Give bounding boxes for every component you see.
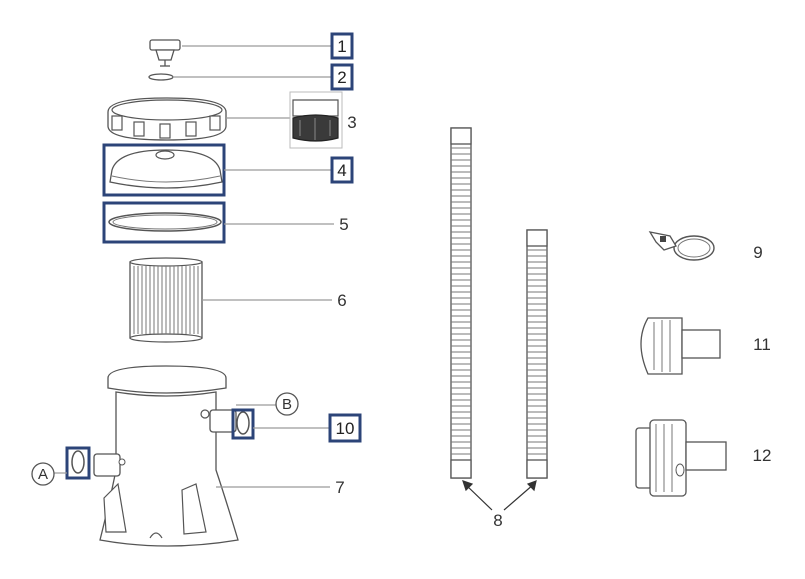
callout-a-circle <box>31 462 55 486</box>
callout-box-1 <box>330 32 354 60</box>
part-12-fitting <box>635 419 727 497</box>
callout-5: 5 <box>339 215 348 234</box>
part-3-lock-ring <box>107 97 227 141</box>
callout-1: 1 <box>337 37 346 56</box>
highlight-box-10 <box>231 408 255 440</box>
highlight-box-5 <box>102 201 226 244</box>
callout-box-10 <box>328 413 362 443</box>
part-a-o-ring <box>71 450 85 474</box>
callout-7: 7 <box>335 478 344 497</box>
callout-3: 3 <box>347 113 356 132</box>
callout-box-2 <box>330 63 354 91</box>
callout-4: 4 <box>337 161 346 180</box>
highlight-box-a <box>65 446 91 480</box>
part-7-pump-housing <box>93 365 239 547</box>
part-5-lid-o-ring <box>108 212 222 232</box>
part-6-filter-cartridge <box>129 257 203 343</box>
callout-12: 12 <box>753 446 772 465</box>
part-10-o-ring <box>236 411 250 435</box>
callout-2: 2 <box>337 68 346 87</box>
callout-a: A <box>38 466 48 483</box>
part-8-hose-long <box>450 127 472 479</box>
callout-11: 11 <box>753 335 771 354</box>
callout-box-4 <box>330 156 354 184</box>
part-9-hose-clamp <box>648 231 715 261</box>
callout-6: 6 <box>337 291 346 310</box>
callout-9: 9 <box>753 243 762 262</box>
callout-8: 8 <box>493 511 502 530</box>
part-1-air-release-valve <box>149 39 181 67</box>
part-2-o-ring <box>148 73 174 81</box>
callout-b-circle <box>275 392 299 416</box>
part-4-filter-lid <box>109 149 223 189</box>
part-11-strainer <box>640 317 721 375</box>
part-8-hose-short <box>526 229 548 479</box>
part-3-lock-ring-detail <box>289 91 343 149</box>
callout-10: 10 <box>336 419 355 438</box>
callout-b: B <box>282 396 292 413</box>
